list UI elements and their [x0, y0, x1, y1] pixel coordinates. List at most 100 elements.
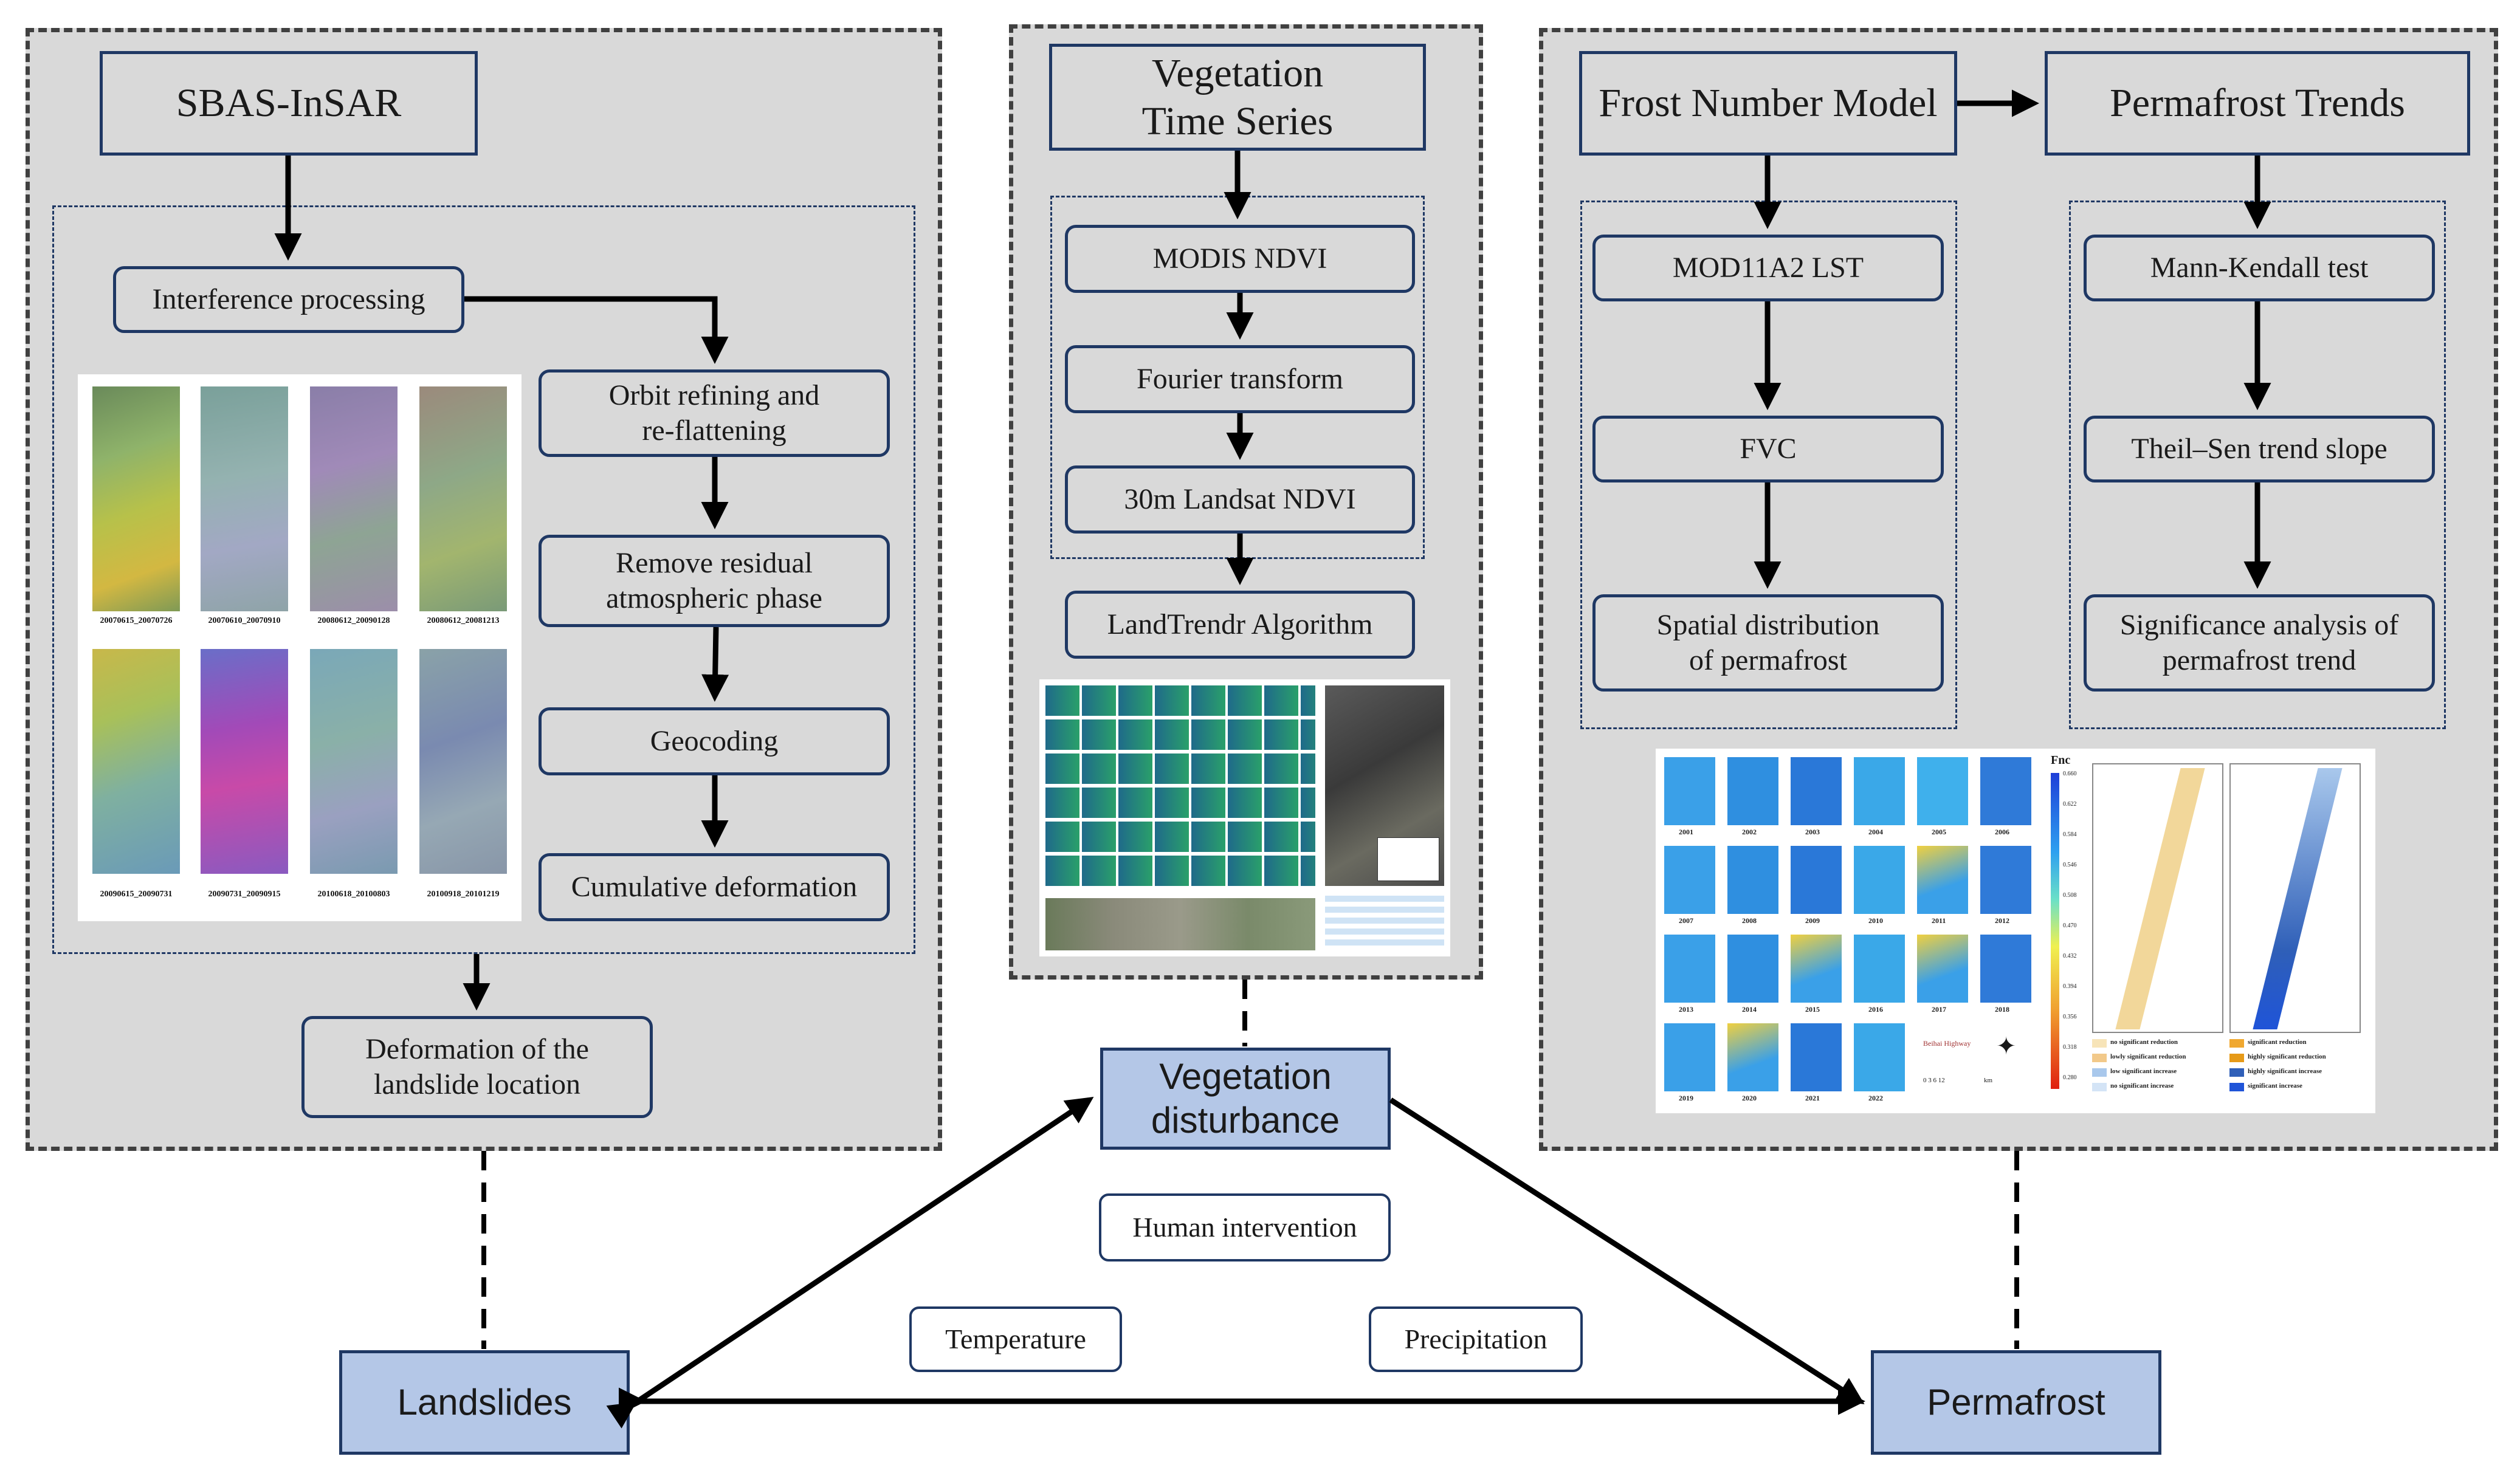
interferogram-caption: 20080612_20081213 [427, 616, 500, 625]
arrow [701, 626, 729, 702]
fnc-tick-label: 0.470 [2063, 922, 2077, 929]
year-map-tile [1664, 935, 1715, 1003]
interferogram-tile [201, 386, 288, 611]
interferogram-tile [310, 386, 398, 611]
scale-bar: 0 3 6 12 [1923, 1077, 1945, 1084]
year-map-tile [1727, 757, 1778, 825]
frost-number-model-title: Frost Number Model [1579, 51, 1957, 156]
permafrost-box: Permafrost [1871, 1350, 2161, 1455]
year-map-label: 2005 [1932, 828, 1946, 836]
landtrendr-box: LandTrendr Algorithm [1065, 591, 1415, 659]
year-map-tile [1727, 935, 1778, 1003]
year-map-label: 2018 [1995, 1005, 2009, 1014]
year-map-tile [1664, 757, 1715, 825]
vegetation-maps-figure [1039, 679, 1450, 956]
precipitation-box: Precipitation [1369, 1306, 1583, 1372]
interferogram-caption: 20090731_20090915 [208, 890, 281, 899]
interferogram-caption: 20070610_20070910 [208, 616, 281, 625]
fnc-tick-label: 0.508 [2063, 892, 2077, 899]
road-label: Beihai Highway [1923, 1039, 1971, 1048]
legend-label: lowly significant reduction [2110, 1053, 2186, 1060]
year-map-label: 2006 [1995, 828, 2009, 836]
fnc-tick-label: 0.622 [2063, 801, 2077, 808]
mann-kendall-box: Mann-Kendall test [2084, 235, 2435, 301]
land-cover-legend [1325, 896, 1444, 950]
year-map-tile [1980, 935, 2031, 1003]
year-map-label: 2003 [1805, 828, 1820, 836]
fnc-colorbar-label: Fnc [2051, 753, 2071, 767]
orbit-refining-box: Orbit refining and re-flattening [539, 369, 890, 457]
arrow [606, 1097, 1094, 1429]
legend-swatch [2229, 1083, 2244, 1091]
permafrost-trends-title: Permafrost Trends [2045, 51, 2470, 156]
year-map-tile [1664, 846, 1715, 914]
interference-processing-box: Interference processing [113, 266, 464, 333]
fourier-transform-box: Fourier transform [1065, 345, 1415, 413]
spatial-distribution-box: Spatial distribution of permafrost [1592, 594, 1944, 692]
year-map-tile [1917, 935, 1968, 1003]
theil-sen-box: Theil–Sen trend slope [2084, 416, 2435, 482]
interferogram-tile [419, 649, 507, 874]
legend-swatch [2229, 1068, 2244, 1077]
interferogram-caption: 20100618_20100803 [317, 890, 390, 899]
mod11a2-lst-box: MOD11A2 LST [1592, 235, 1944, 301]
year-map-label: 2014 [1742, 1005, 1757, 1014]
interferogram-caption: 20100918_20101219 [427, 890, 500, 899]
modis-ndvi-box: MODIS NDVI [1065, 225, 1415, 293]
year-map-label: 2004 [1868, 828, 1883, 836]
legend-swatch [2229, 1054, 2244, 1062]
year-map-label: 2001 [1679, 828, 1693, 836]
year-map-tile [1854, 757, 1905, 825]
human-intervention-box: Human intervention [1099, 1193, 1391, 1261]
year-map-tile [1791, 846, 1842, 914]
year-map-label: 2013 [1679, 1005, 1693, 1014]
fnc-tick-label: 0.356 [2063, 1014, 2077, 1020]
year-map-tile [1727, 1023, 1778, 1091]
fnc-tick-label: 0.394 [2063, 983, 2077, 990]
interferogram-caption: 20080612_20090128 [317, 616, 390, 625]
vegetation-disturbance-box: Vegetation disturbance [1100, 1048, 1391, 1150]
remove-atmospheric-box: Remove residual atmospheric phase [539, 535, 890, 627]
year-map-tile [1917, 757, 1968, 825]
legend-swatch [2092, 1039, 2107, 1048]
fnc-tick-label: 0.546 [2063, 862, 2077, 868]
fnc-colorbar [2051, 773, 2059, 1089]
year-map-label: 2015 [1805, 1005, 1820, 1014]
fvc-box: FVC [1592, 416, 1944, 482]
year-map-label: 2017 [1932, 1005, 1946, 1014]
year-map-label: 2010 [1868, 916, 1883, 925]
landslides-box: Landslides [339, 1350, 630, 1455]
landslide-deformation-box: Deformation of the landslide location [301, 1016, 653, 1118]
legend-swatch [2229, 1039, 2244, 1048]
fnc-tick-label: 0.280 [2063, 1074, 2077, 1081]
interferogram-caption: 20090615_20090731 [100, 890, 173, 899]
legend-label: significant increase [2248, 1082, 2302, 1090]
interferogram-tile [92, 386, 180, 611]
year-map-tile [1854, 935, 1905, 1003]
year-map-tile [1791, 935, 1842, 1003]
year-map-label: 2011 [1932, 916, 1946, 925]
interferogram-caption: 20070615_20070726 [100, 616, 173, 625]
year-map-tile [1980, 757, 2031, 825]
legend-swatch [2092, 1068, 2107, 1077]
year-map-label: 2008 [1742, 916, 1757, 925]
year-map-tile [1854, 1023, 1905, 1091]
fnc-tick-label: 0.660 [2063, 771, 2077, 777]
cumulative-deformation-box: Cumulative deformation [539, 853, 890, 921]
significance-analysis-box: Significance analysis of permafrost tren… [2084, 594, 2435, 692]
fnc-tick-label: 0.318 [2063, 1044, 2077, 1051]
landsat-scene-strip [1045, 898, 1315, 950]
year-map-label: 2016 [1868, 1005, 1883, 1014]
vegetation-time-series-title: Vegetation Time Series [1049, 44, 1426, 151]
legend-label: low significant increase [2110, 1068, 2177, 1075]
legend-swatch [2092, 1054, 2107, 1062]
north-arrow-icon: ✦ [1996, 1032, 2017, 1060]
year-map-tile [1980, 846, 2031, 914]
legend-label: significant reduction [2248, 1038, 2307, 1046]
legend-label: no significant reduction [2110, 1038, 2178, 1046]
legend-label: highly significant increase [2248, 1068, 2322, 1075]
sbas-processing-group [52, 205, 915, 954]
interferogram-tile [310, 649, 398, 874]
legend-label: no significant increase [2110, 1082, 2174, 1090]
